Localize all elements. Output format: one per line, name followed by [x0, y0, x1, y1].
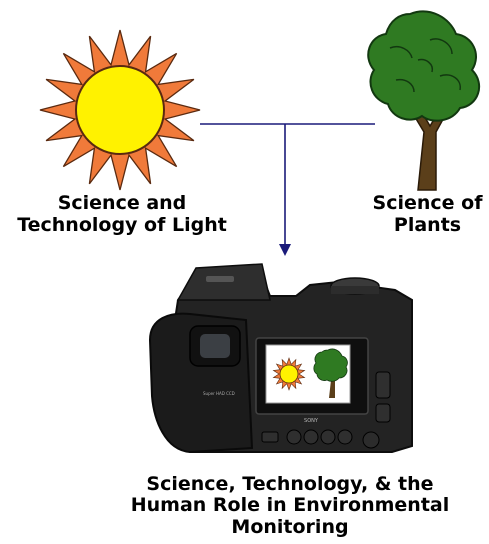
camera-button-4: [337, 429, 353, 445]
lcd-sun-icon: [279, 364, 299, 384]
tree-foliage-detail: [389, 38, 461, 93]
label-line: Plants: [393, 213, 462, 236]
camera-image: SONY Super HAD CCD: [148, 263, 413, 454]
camera-brand-label: SONY: [304, 418, 319, 424]
mode-dial-side: [331, 286, 379, 294]
camera-hotshoe: [206, 276, 234, 282]
lcd-tree-icon: [313, 348, 348, 382]
camera-button-1: [286, 429, 302, 445]
label-line: Science and: [57, 192, 187, 214]
label-science-plants: Science of Plants: [366, 192, 489, 237]
label-line: Monitoring: [231, 515, 349, 538]
camera-button-2: [303, 429, 319, 445]
sun-icon: [39, 29, 201, 191]
camera-side-switch: [375, 371, 391, 399]
sun-core: [75, 65, 165, 155]
label-science-technology-light: Science and Technology of Light: [6, 192, 238, 237]
camera-sensor-label: Super HAD CCD: [203, 391, 235, 396]
camera-round-button: [362, 431, 380, 449]
label-line: Human Role in Environmental: [130, 494, 450, 517]
arrow-head-icon: [279, 244, 291, 256]
label-line: Science of: [372, 192, 483, 214]
camera-button-menu: [261, 431, 279, 443]
tree-icon: [367, 10, 481, 191]
label-line: Science, Technology, & the: [146, 473, 434, 495]
camera-button-3: [320, 429, 336, 445]
eyepiece-glass: [200, 334, 230, 358]
tree-foliage: [367, 10, 481, 122]
label-line: Technology of Light: [17, 213, 227, 236]
label-environmental-monitoring: Science, Technology, & the Human Role in…: [100, 473, 480, 538]
connector-lines: [200, 123, 375, 256]
camera-side-button: [375, 403, 391, 423]
